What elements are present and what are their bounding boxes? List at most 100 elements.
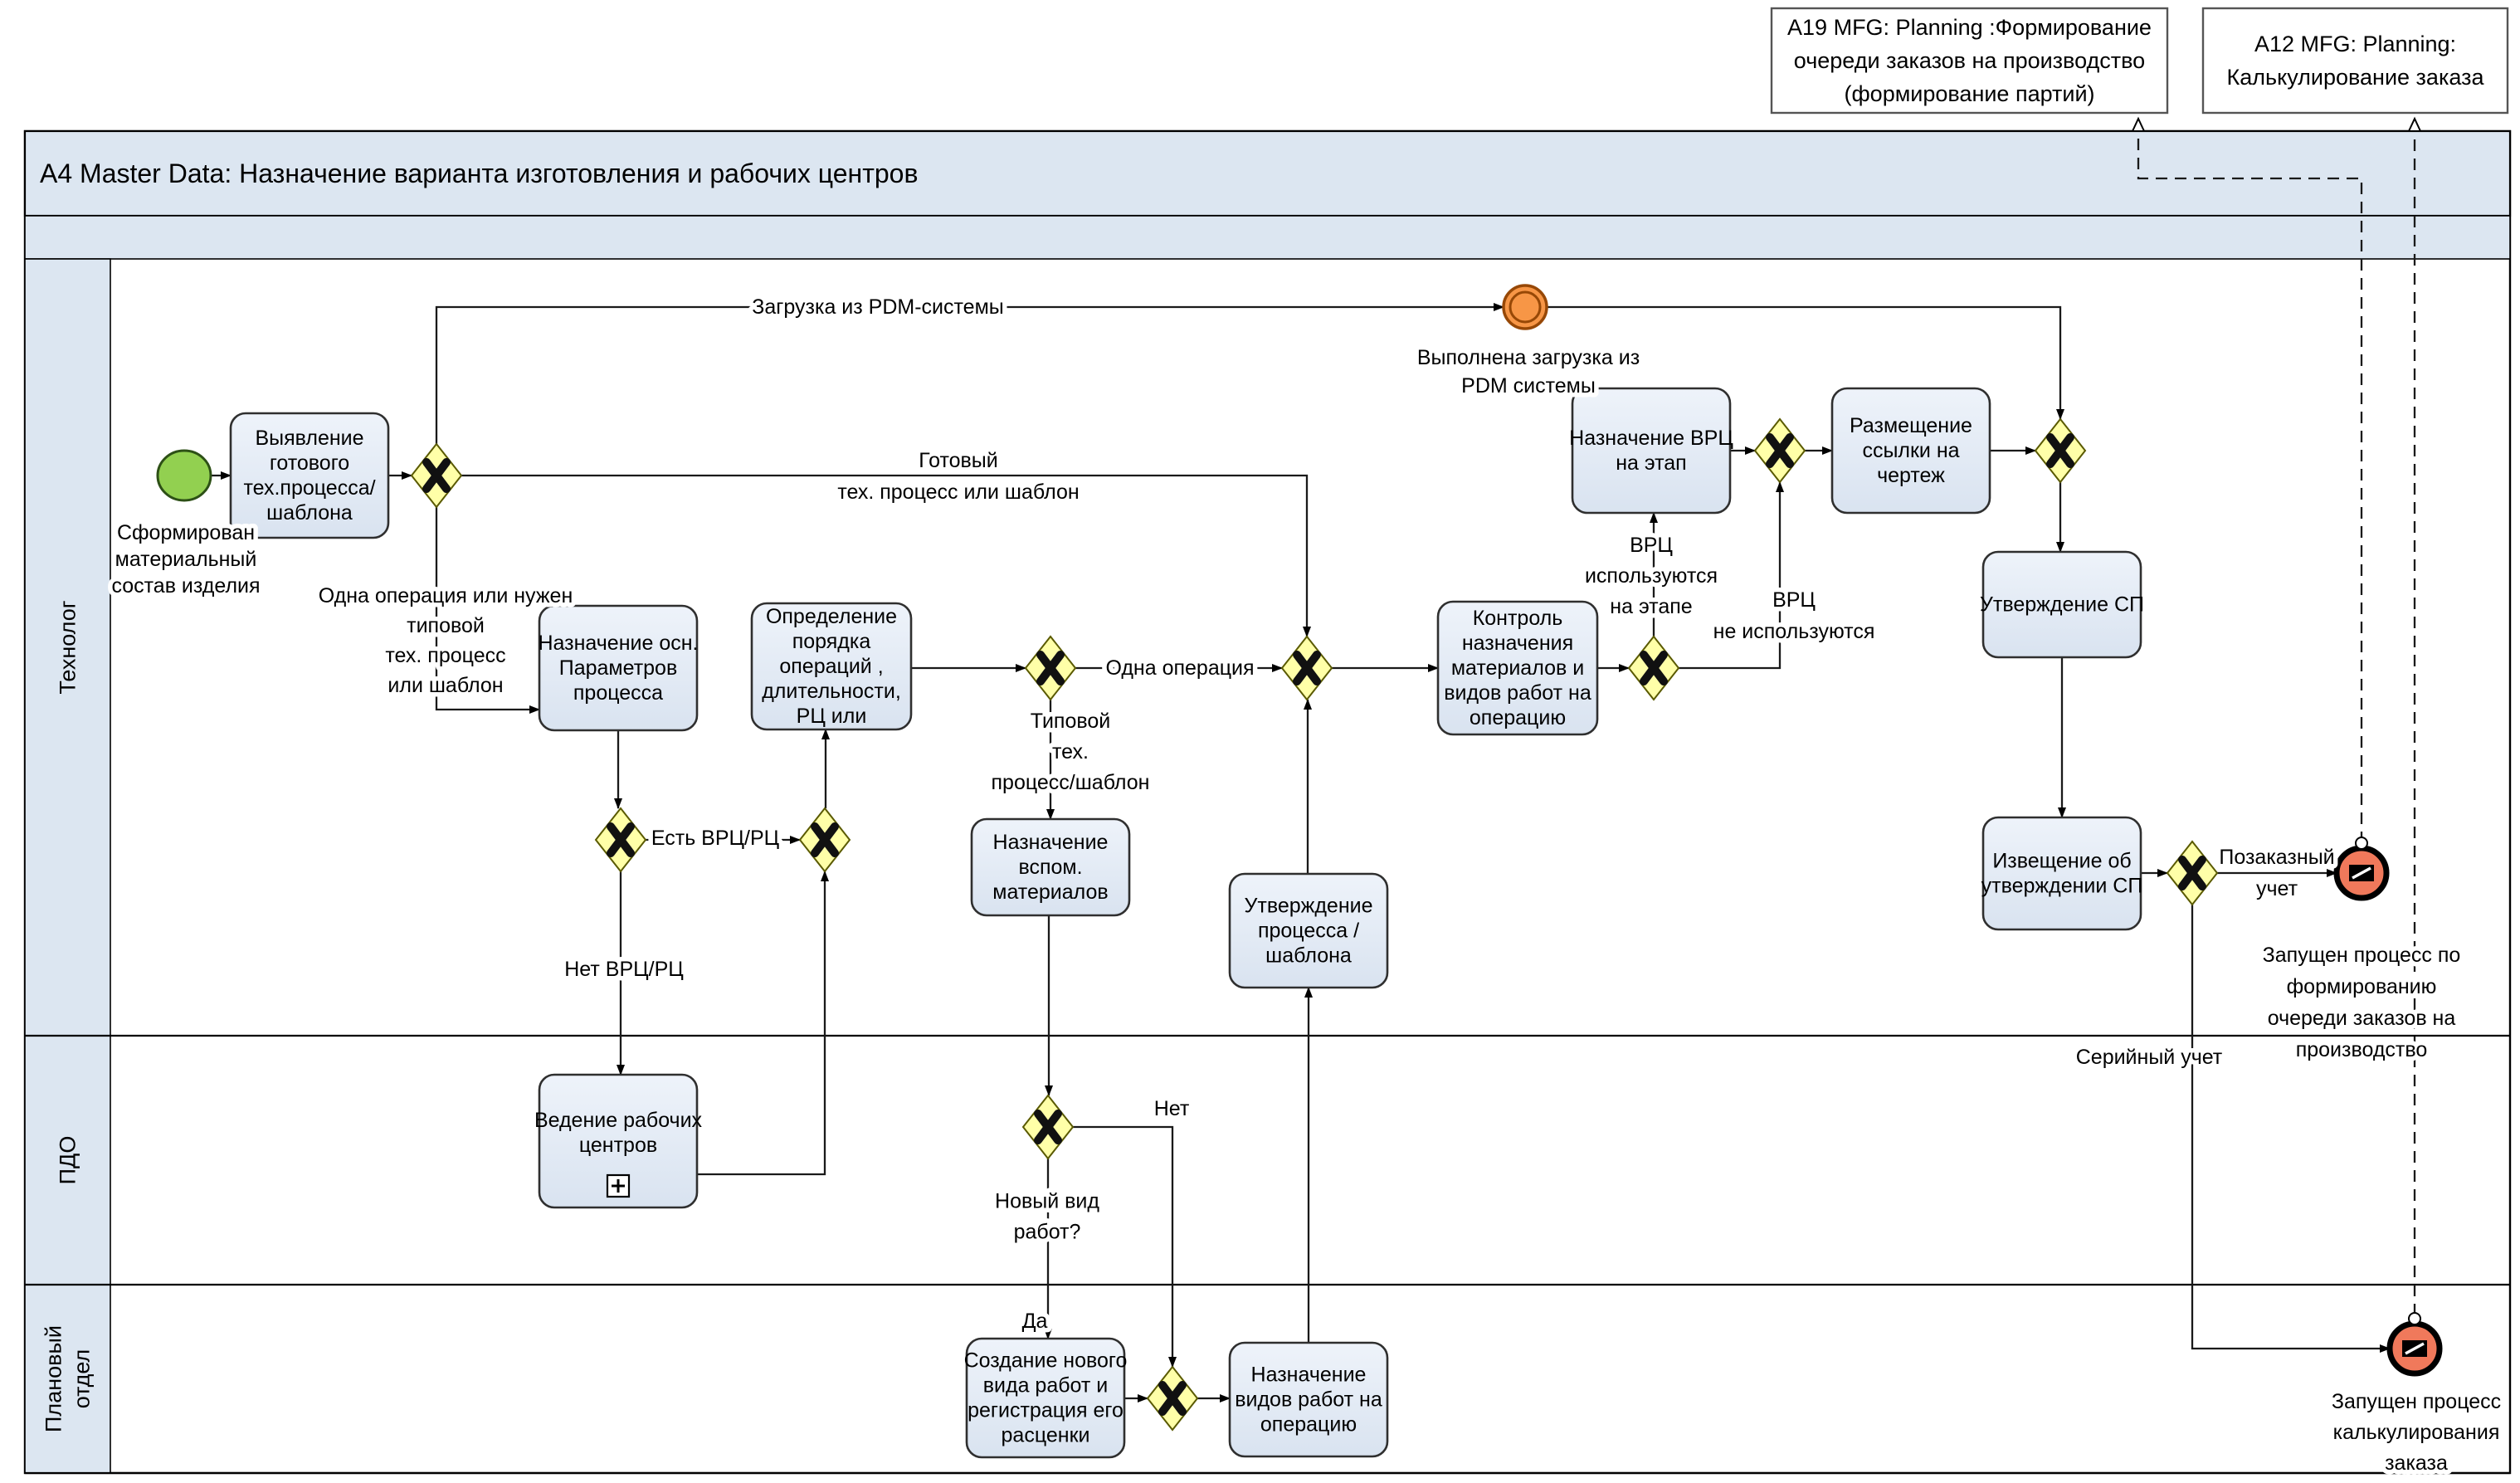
xor-x-icon (811, 822, 839, 857)
xor-x-icon (1034, 1110, 1062, 1144)
xor-x-icon (1036, 651, 1065, 685)
xor-x-icon (1640, 651, 1668, 685)
start-event-circle (156, 449, 212, 502)
gateway-merge-vidov (1146, 1365, 1199, 1432)
message-flow-anchor (2355, 837, 2368, 850)
event-msg-kalkulirovanie (2386, 1312, 2443, 1377)
pool-subtitle-band (24, 215, 2511, 260)
message-ochered-a19 (2138, 120, 2363, 843)
sequence-flows (209, 120, 2415, 1403)
lane-label-column (24, 258, 111, 1474)
flow-g9-msg2 (2191, 905, 2391, 1353)
flow-g10-g11 (1073, 1125, 1177, 1368)
flow-g1-gotovy (461, 474, 1311, 637)
gateway-odna-operaciya (1024, 635, 1077, 701)
pool-border (23, 129, 2512, 1475)
external-process-a12: A12 MFG: Planning:Калькулирование заказа (2201, 7, 2509, 115)
xor-x-icon (1293, 651, 1321, 685)
message-flow-anchor (2408, 1312, 2421, 1325)
intermediate-event-inner (1509, 290, 1542, 324)
xor-x-icon (1766, 433, 1794, 468)
xor-x-icon (2046, 433, 2074, 468)
label-est-vrc: Есть ВРЦ/РЦ (651, 827, 780, 850)
gateway-est-vrc (594, 807, 647, 873)
gateway-merge-vrc (798, 807, 851, 873)
flow-g1-odna (435, 507, 540, 714)
gateway-novyi-vid-rabot (1021, 1094, 1075, 1160)
gateway-posle-razmeshcheniya (2034, 417, 2087, 484)
label-net-vrc: Нет ВРЦ/РЦ (564, 958, 684, 981)
lane-label-planovy-otdel: Плановый (41, 1325, 66, 1432)
label-odna-operaciya: Одна операция (1105, 656, 1254, 680)
gateway-1 (410, 442, 463, 509)
lane-label-planovy-otdel: отдел (70, 1349, 95, 1409)
xor-x-icon (1158, 1381, 1187, 1416)
label-seriyny: Серийный учет (2076, 1046, 2223, 1069)
flow-g5-g7 (1679, 481, 1784, 670)
pool-and-lanes: A4 Master Data: Назначение варианта изго… (23, 129, 2512, 1475)
xor-x-icon (2178, 856, 2206, 890)
event-msg-ochered (2333, 837, 2390, 901)
flow-vedenie-merge (697, 871, 829, 1176)
gateway-merge-main (1280, 635, 1333, 701)
event-pdm-load (1502, 284, 1548, 330)
lane-label-pdo: ПДО (56, 1136, 80, 1185)
page-title: A4 Master Data: Назначение варианта изго… (40, 159, 918, 188)
label-zagruzka-pdm: Загрузка из PDM-системы (752, 295, 1004, 319)
event-start (156, 449, 212, 502)
xor-x-icon (422, 458, 451, 493)
label-da: Да (1022, 1310, 1048, 1333)
gateway-posle-kontrolya (1627, 635, 1680, 701)
xor-x-icon (607, 822, 635, 857)
external-process-a12-label: A12 MFG: Planning:Калькулирование заказа (2227, 32, 2485, 90)
task-utverzhdenie-sp: Утверждение СП (1980, 550, 2144, 659)
gateway-pered-razmeshcheniem (1753, 417, 1806, 484)
message-envelope-icon (2352, 866, 2371, 880)
label-net: Нет (1154, 1097, 1190, 1120)
lane-label-technolog: Технолог (56, 600, 80, 694)
flow-pdm-g8 (1547, 305, 2064, 420)
task-utverzhdenie-sp-label: Утверждение СП (1980, 593, 2144, 617)
message-envelope-icon (2405, 1342, 2425, 1355)
flow-g1-pdm (435, 303, 1504, 444)
